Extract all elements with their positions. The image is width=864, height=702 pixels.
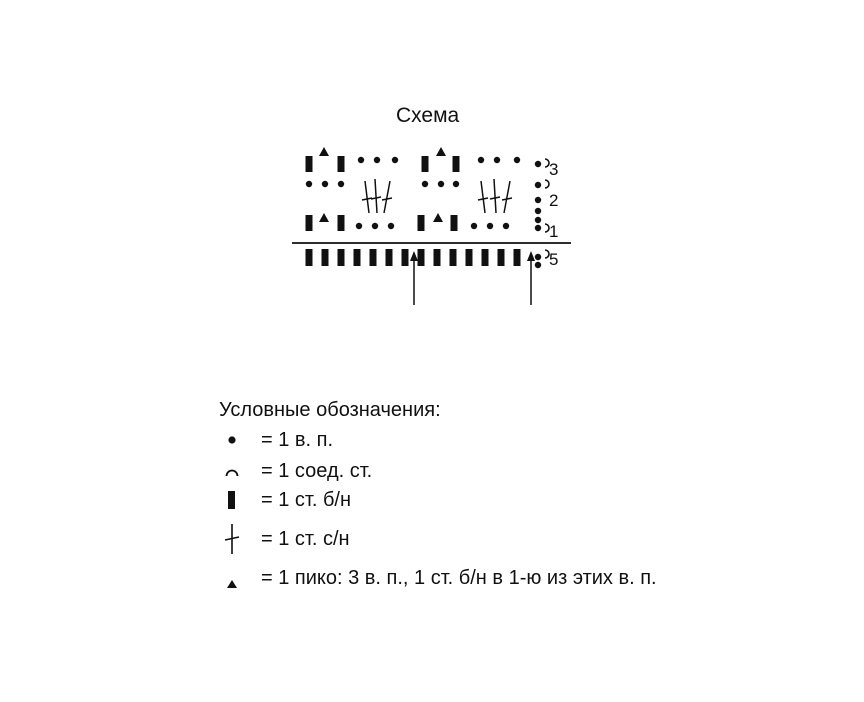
picot-triangle-icon [319, 213, 329, 222]
double-crochet-cross-icon [381, 197, 393, 201]
double-crochet-cross-icon [383, 180, 391, 214]
single-crochet-bar-icon [369, 249, 377, 266]
chain-dot-icon [373, 156, 381, 164]
single-crochet-bar-icon [513, 249, 521, 266]
slip-stitch-arc-icon [544, 223, 550, 233]
chain-dot-icon [534, 181, 542, 189]
chain-dot-icon [534, 196, 542, 204]
arrow-up-icon [410, 251, 418, 261]
row-label-2: 2 [549, 191, 558, 210]
single-crochet-bar-icon [417, 249, 425, 266]
chain-dot-icon [486, 222, 494, 230]
single-crochet-bar-icon [449, 249, 457, 266]
double-crochet-cross-icon [503, 180, 511, 214]
single-crochet-bar-icon [385, 249, 393, 266]
row-label-1: 1 [549, 222, 558, 241]
legend-item-chain: = 1 в. п. [219, 425, 333, 455]
arrow-up-icon [527, 251, 535, 261]
legend-item-single-crochet: = 1 ст. б/н [219, 485, 351, 515]
chain-dot-icon [534, 261, 542, 269]
chain-dot-icon [534, 216, 542, 224]
picot-triangle-icon [319, 147, 329, 156]
double-crochet-cross-icon [493, 178, 497, 214]
chain-dot-icon [321, 180, 329, 188]
diagram-title: Схема [396, 104, 460, 127]
chain-dot-icon [391, 156, 399, 164]
chain-dot-icon [534, 160, 542, 168]
chain-dot-icon [513, 156, 521, 164]
legend-item-label: = 1 ст. с/н [261, 527, 350, 550]
single-crochet-bar-icon [421, 156, 429, 172]
row-label-5: 5 [549, 250, 558, 269]
single-crochet-bar-icon [337, 249, 345, 266]
picot-triangle-icon [436, 147, 446, 156]
single-crochet-bar-icon [450, 215, 458, 231]
chain-dot-icon [534, 224, 542, 232]
single-crochet-bar-icon [433, 249, 441, 266]
single-crochet-bar-icon [452, 156, 460, 172]
single-crochet-bar-icon [417, 215, 425, 231]
double-crochet-cross-icon [477, 197, 489, 201]
legend-item-double-crochet: = 1 ст. с/н [219, 524, 350, 554]
single-crochet-bar-icon [305, 249, 313, 266]
slip-stitch-arc-icon [544, 158, 550, 168]
chain-dot-icon [534, 253, 542, 261]
chain-dot-icon [470, 222, 478, 230]
double-crochet-cross-icon [361, 197, 373, 201]
double-crochet-cross-icon [374, 178, 378, 214]
single-crochet-bar-icon [481, 249, 489, 266]
legend-item-label: = 1 пико: 3 в. п., 1 ст. б/н в 1-ю из эт… [261, 566, 657, 589]
slip-stitch-arc-icon [219, 456, 249, 486]
chain-dot-icon [502, 222, 510, 230]
double-crochet-cross-icon [501, 197, 513, 201]
chain-dot-icon [493, 156, 501, 164]
double-crochet-cross-icon [489, 196, 501, 200]
single-crochet-bar-icon [321, 249, 329, 266]
slip-stitch-arc-icon [544, 179, 550, 189]
chain-dot-icon [337, 180, 345, 188]
chain-dot-icon [305, 180, 313, 188]
double-crochet-cross-icon [364, 180, 370, 214]
single-crochet-bar-icon [219, 485, 249, 515]
double-crochet-cross-icon [219, 524, 249, 554]
legend-item-label: = 1 ст. б/н [261, 488, 352, 511]
chain-dot-icon [371, 222, 379, 230]
chain-dot-icon [421, 180, 429, 188]
chain-dot-icon [219, 425, 249, 455]
single-crochet-bar-icon [353, 249, 361, 266]
chain-dot-icon [452, 180, 460, 188]
legend-item-label: = 1 соед. ст. [261, 459, 373, 482]
chain-dot-icon [355, 222, 363, 230]
chain-dot-icon [437, 180, 445, 188]
single-crochet-bar-icon [497, 249, 505, 266]
double-crochet-cross-icon [370, 196, 382, 200]
single-crochet-bar-icon [337, 215, 345, 231]
chain-dot-icon [477, 156, 485, 164]
picot-triangle-icon [433, 213, 443, 222]
single-crochet-bar-icon [401, 249, 409, 266]
single-crochet-bar-icon [465, 249, 473, 266]
double-crochet-cross-icon [480, 180, 486, 214]
legend-item-label: = 1 в. п. [261, 428, 334, 451]
legend-item-slip-stitch: = 1 соед. ст. [219, 456, 372, 486]
chain-dot-icon [357, 156, 365, 164]
picot-triangle-icon [219, 563, 249, 593]
single-crochet-bar-icon [305, 215, 313, 231]
chain-dot-icon [534, 207, 542, 215]
single-crochet-bar-icon [305, 156, 313, 172]
chain-dot-icon [387, 222, 395, 230]
row-label-3: 3 [549, 160, 558, 179]
legend-title: Условные обозначения: [219, 399, 441, 421]
slip-stitch-arc-icon [544, 249, 550, 259]
single-crochet-bar-icon [337, 156, 345, 172]
legend-item-picot: = 1 пико: 3 в. п., 1 ст. б/н в 1-ю из эт… [219, 563, 657, 593]
